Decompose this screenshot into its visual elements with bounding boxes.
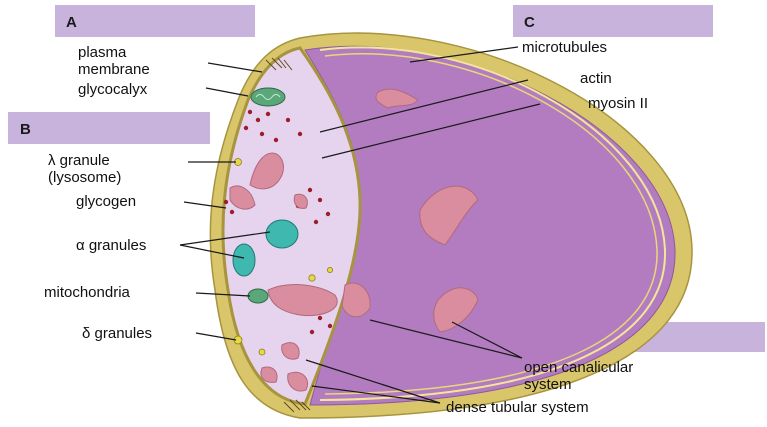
label-dense-tubular-system: dense tubular system bbox=[446, 399, 589, 416]
label-plasma-membrane-line1: plasma bbox=[78, 44, 127, 61]
label-box-a: A bbox=[55, 5, 255, 37]
label-lambda-granule-line2: (lysosome) bbox=[48, 169, 121, 186]
mitochondrion-top bbox=[251, 88, 285, 106]
label-glycocalyx: glycocalyx bbox=[78, 81, 148, 98]
label-open-canalicular-line2: system bbox=[524, 376, 572, 393]
label-plasma-membrane-line2: membrane bbox=[78, 61, 150, 78]
label-delta-granules: δ granules bbox=[82, 325, 152, 342]
label-alpha-granules: α granules bbox=[76, 237, 146, 254]
label-actin: actin bbox=[580, 70, 612, 87]
label-box-a-text: A bbox=[66, 14, 77, 31]
label-open-canalicular-line1: open canalicular bbox=[524, 359, 633, 376]
label-myosin-ii: myosin II bbox=[588, 95, 648, 112]
label-box-b: B bbox=[8, 112, 210, 144]
label-box-b-text: B bbox=[20, 121, 31, 138]
mitochondrion-bottom bbox=[248, 289, 268, 303]
label-lambda-granule-line1: λ granule bbox=[48, 152, 110, 169]
label-microtubules: microtubules bbox=[522, 39, 607, 56]
label-glycogen: glycogen bbox=[76, 193, 136, 210]
label-box-c: C bbox=[513, 5, 713, 37]
label-box-c-text: C bbox=[524, 14, 535, 31]
label-mitochondria: mitochondria bbox=[44, 284, 131, 301]
